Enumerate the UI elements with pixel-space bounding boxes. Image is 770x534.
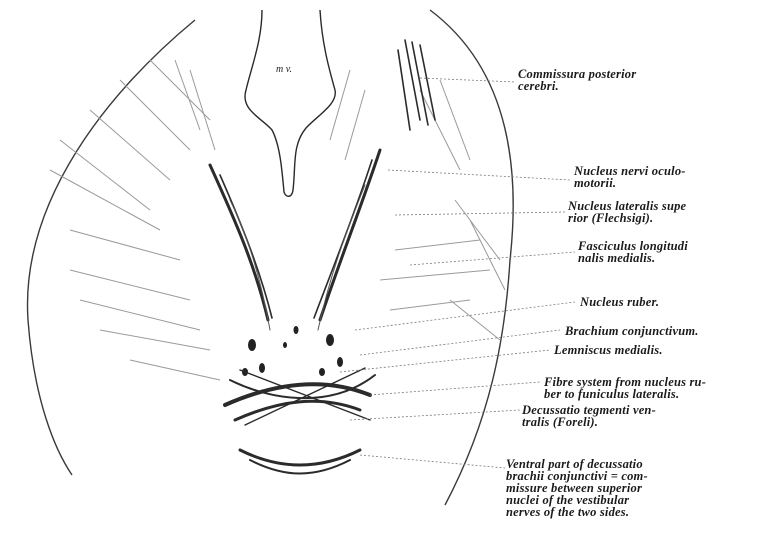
label-ventral-part-decussatio: Ventral part of decussatio brachii conju… bbox=[506, 458, 648, 518]
label-nucleus-ruber: Nucleus ruber. bbox=[580, 296, 659, 308]
label-fasciculus-longitudinalis: Fasciculus longitudi nalis medialis. bbox=[578, 240, 688, 264]
label-commissura-posterior: Commissura posterior cerebri. bbox=[518, 68, 636, 92]
label-nucleus-lateralis-superior: Nucleus lateralis supe rior (Flechsigi). bbox=[568, 200, 686, 224]
label-nucleus-nervi-oculomotorii: Nucleus nervi oculo- motorii. bbox=[574, 165, 686, 189]
label-decussatio-tegmenti: Decussatio tegmenti ven- tralis (Foreli)… bbox=[522, 404, 656, 428]
ventricle-label: m v. bbox=[276, 64, 292, 75]
label-fibre-system: Fibre system from nucleus ru- ber to fun… bbox=[544, 376, 706, 400]
section-outline-left bbox=[28, 20, 195, 475]
commissura-posterior-fibres bbox=[398, 40, 435, 130]
dark-tracts bbox=[210, 150, 380, 330]
section-outline-right bbox=[430, 10, 513, 505]
decussation-bundles bbox=[225, 368, 375, 474]
label-lemniscus-medialis: Lemniscus medialis. bbox=[554, 344, 663, 356]
label-brachium-conjunctivum: Brachium conjunctivum. bbox=[565, 325, 699, 337]
ventricle-outline bbox=[245, 10, 335, 196]
nucleus-ruber-clumps bbox=[242, 326, 343, 376]
